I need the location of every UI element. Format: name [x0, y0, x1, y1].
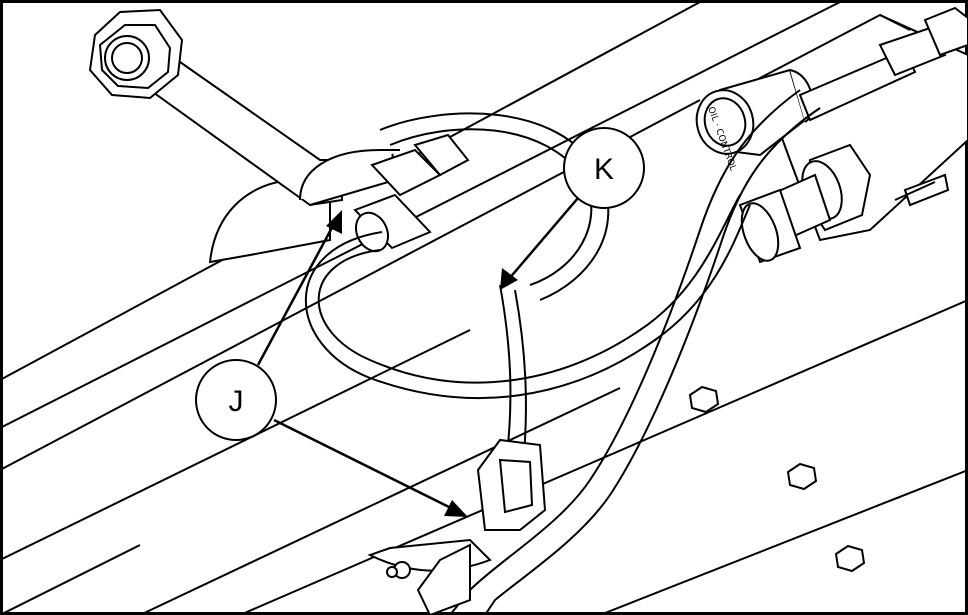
callout-k-label: K	[594, 153, 614, 186]
hex-nuts	[688, 385, 866, 573]
hex-nut-3	[834, 544, 866, 573]
arrow-k	[500, 268, 518, 290]
callout-j-circle	[195, 359, 277, 441]
hex-nut-1	[688, 385, 720, 414]
long-hose	[449, 89, 821, 615]
callout-j-leader-up	[256, 221, 337, 366]
callout-j-leader-down	[273, 418, 456, 512]
arrow-j-up	[326, 210, 342, 234]
callout-k-leader	[507, 197, 579, 281]
callout-k-circle	[563, 127, 645, 209]
lower-bracket	[386, 438, 547, 615]
hex-nut-2	[786, 462, 818, 491]
quick-coupler	[695, 68, 814, 157]
upper-left-rigid-tube	[88, 8, 397, 207]
callout-j: J	[195, 210, 468, 517]
lower-hex-fitting	[738, 143, 872, 264]
upper-fitting-line	[798, 6, 968, 122]
arrow-j-down	[444, 500, 468, 517]
callout-j-label: J	[229, 385, 244, 418]
callout-k: K	[500, 127, 645, 290]
